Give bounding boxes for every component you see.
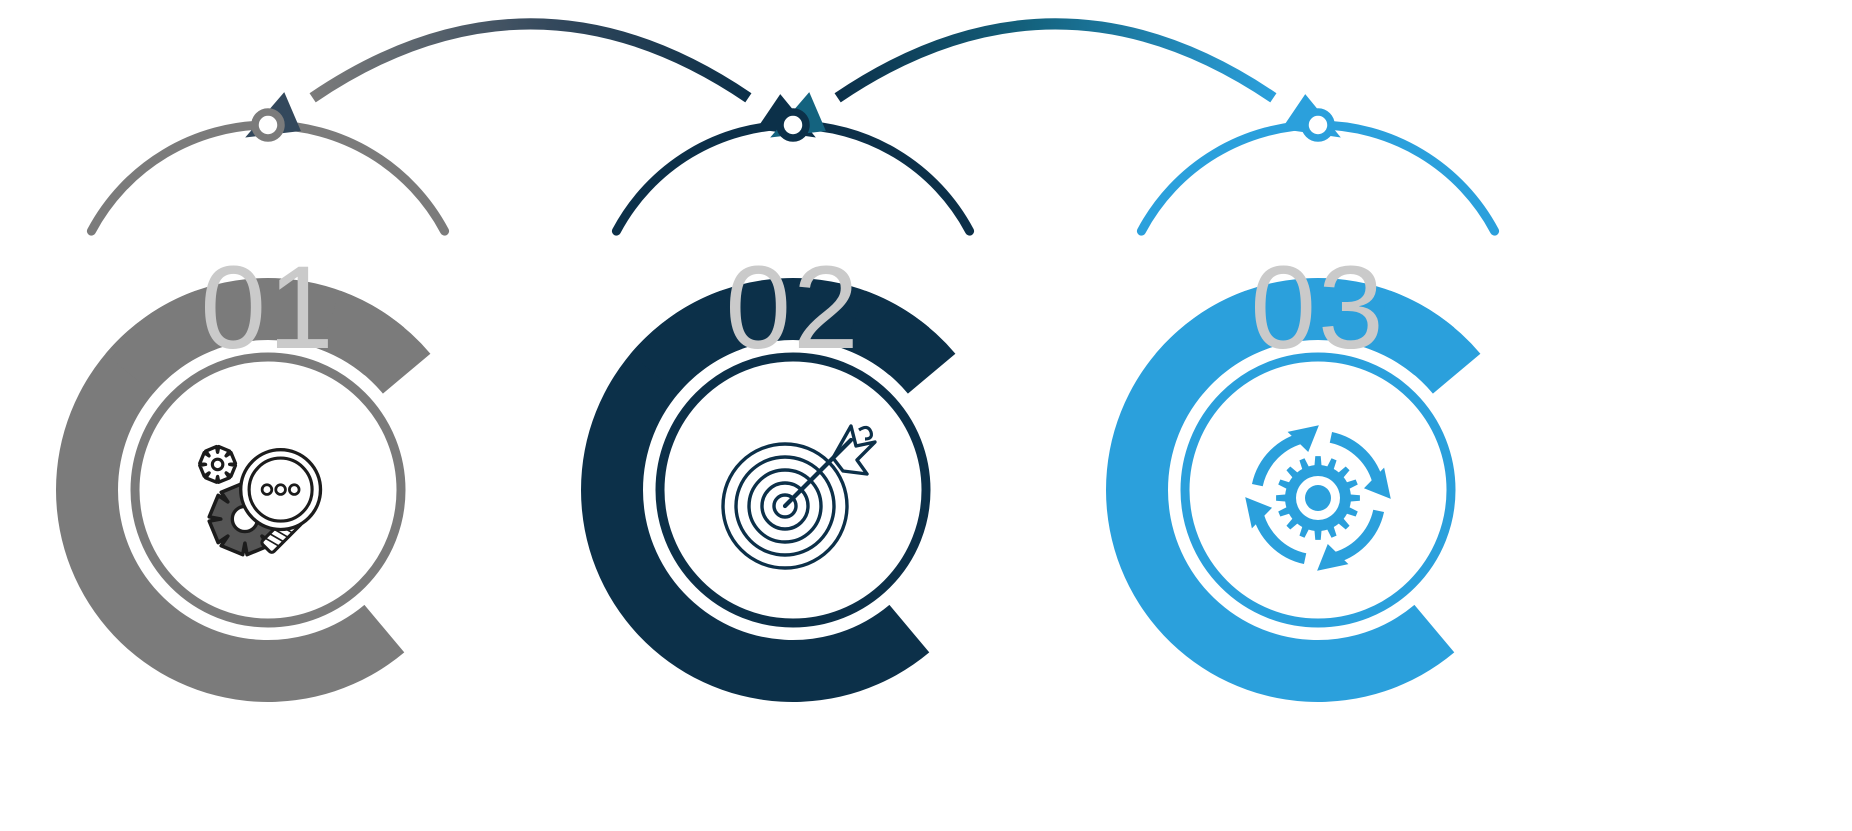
donut-wedge-left <box>1155 290 1267 394</box>
center-gear-icon <box>1276 456 1360 540</box>
arrow-shaft-icon <box>782 437 854 509</box>
step-group-02[interactable]: 02 <box>581 120 975 702</box>
donut-wedge-right <box>844 290 956 394</box>
gear-outline-icon <box>198 444 238 484</box>
step-number-02: 02 <box>725 242 860 374</box>
node-02[interactable] <box>776 108 810 142</box>
cycle-arrow-icon <box>1317 509 1385 571</box>
node-03[interactable] <box>1301 108 1335 142</box>
cycle-arrow-icon <box>1329 431 1391 499</box>
node-01[interactable] <box>251 108 285 142</box>
arrow-fletching-icon <box>831 424 877 476</box>
inner-ring-circle <box>655 352 931 628</box>
nodes-group <box>251 108 1335 142</box>
cycle-arrow-icon <box>1251 425 1319 487</box>
cycle-arrow-icon <box>1245 497 1307 565</box>
node-ring <box>776 108 810 142</box>
node-ring <box>251 108 285 142</box>
inner-ring-circle <box>130 352 406 628</box>
steps-group: 01 02 03 <box>55 120 1500 702</box>
donut-wedge-left <box>105 290 217 394</box>
target-arrow-icon <box>721 424 877 570</box>
donut-wedge-left <box>630 290 742 394</box>
magnifier-lens-icon <box>239 448 323 532</box>
node-ring <box>1301 108 1335 142</box>
inner-ring-circle <box>1180 352 1456 628</box>
gear-cycle-arrows-icon <box>1245 425 1391 571</box>
target-rings-icon <box>721 442 849 570</box>
magnifier-gears-icon <box>198 444 323 557</box>
step-number-03: 03 <box>1250 242 1385 374</box>
connector-arc <box>309 18 752 103</box>
donut-wedge-right <box>319 290 431 394</box>
step-group-03[interactable]: 03 <box>1106 120 1500 702</box>
step-number-01: 01 <box>200 242 335 374</box>
donut-wedge-right <box>1369 290 1481 394</box>
icons-group <box>198 424 1391 571</box>
step-group-01[interactable]: 01 <box>55 120 450 702</box>
connector-arc <box>834 18 1277 103</box>
